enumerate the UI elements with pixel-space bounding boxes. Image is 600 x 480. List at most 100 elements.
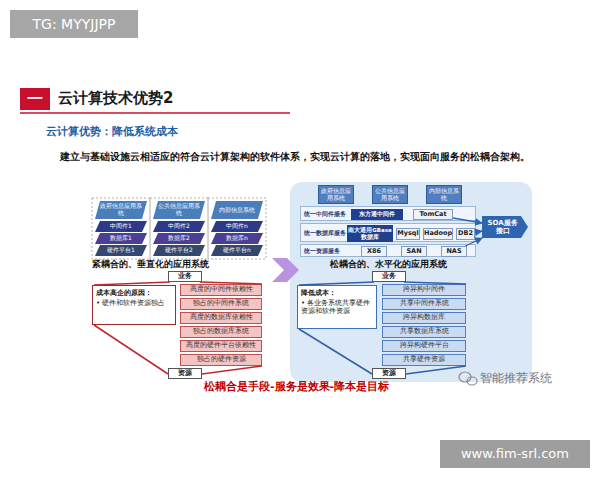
funnel-line	[202, 366, 262, 374]
business-tag: 业务	[372, 271, 406, 282]
slide-title: 云计算技术优势2	[58, 89, 173, 107]
node-text: SAN	[406, 248, 421, 255]
parallelogram-shape	[95, 201, 147, 219]
service-band: 统一中间件服务 东方通中间件 TomCat	[300, 206, 476, 221]
node-text: 内部信息系统	[429, 188, 459, 202]
funnel-line	[406, 366, 466, 374]
url-box: www.fim-srl.com	[440, 440, 590, 468]
node-text: 业务	[178, 272, 192, 280]
product-box: Mysql	[396, 228, 420, 240]
node-text: 中间件1	[110, 223, 132, 230]
shared-box: 跨异构中间件	[382, 284, 466, 296]
product-box: X86	[361, 246, 387, 257]
node-text: 东方通中间件	[359, 211, 395, 218]
resource-tag: 资源	[372, 368, 406, 379]
tag-box: TG: MYYJJPP	[10, 10, 138, 38]
group-outline	[92, 198, 150, 259]
parallelogram-shape	[153, 245, 205, 256]
cost-funnel	[94, 282, 262, 374]
parallelogram-shape	[153, 201, 205, 219]
node-text: 成本高企的原因：	[96, 289, 152, 297]
saving-funnel	[299, 282, 466, 374]
node-text: 硬件平台n	[223, 247, 251, 254]
node-text: 内部信息系统	[219, 207, 255, 214]
soa-interface: SOA服务接口	[482, 216, 528, 238]
node-text: 数据库2	[168, 235, 190, 242]
parallelogram-shape	[153, 233, 205, 244]
node-text: NAS	[446, 248, 461, 255]
reason-box: 降低成本：• 各业务系统共享硬件资源和软件资源	[297, 285, 377, 329]
resource-tag: 资源	[168, 368, 202, 379]
group-caption: 紧耦合的、垂直化的应用系统	[92, 259, 209, 270]
node-text: 资源	[382, 369, 396, 377]
layer-box: 数据库n	[211, 233, 263, 244]
node-text: X86	[367, 248, 381, 255]
subtitle: 云计算优势：降低系统成本	[46, 125, 178, 138]
node-text: 高度的数据库依赖性	[190, 314, 253, 321]
cause-box: 高度的硬件平台依赖性	[180, 340, 262, 352]
node-text: 数据库n	[226, 235, 248, 242]
node-text: 跨异构中间件	[403, 286, 445, 293]
cause-box: 独占的中间件系统	[180, 298, 262, 310]
shared-box: 跨异构硬件平台	[382, 340, 466, 352]
connector-arrow	[475, 231, 482, 232]
connector-arrow	[453, 218, 482, 223]
watermark: 智能推荐系统	[480, 371, 552, 385]
node-text: 统一数据库服务	[304, 229, 346, 236]
node-text: www.fim-srl.com	[461, 447, 569, 462]
product-box: 南大通用GBase数据库	[347, 225, 393, 242]
layer-box: 硬件平台1	[95, 245, 147, 256]
arrow-shape	[482, 216, 528, 238]
node-text: 一	[27, 90, 43, 108]
node-text: 业务	[382, 272, 396, 280]
layer-box: 中间件2	[153, 221, 205, 232]
shared-box: 共享数据库系统	[382, 326, 466, 338]
node-text: 资源	[178, 369, 192, 377]
node-text: 高度的硬件平台依赖性	[186, 342, 256, 349]
layer-box: 数据库1	[95, 233, 147, 244]
service-band: 统一资源服务X86SANNAS	[300, 244, 476, 257]
cause-box: 高度的中间件依赖性	[180, 284, 262, 296]
node-text: 共享数据库系统	[400, 328, 449, 335]
layer-box: 政府信息应用系统	[95, 201, 147, 219]
funnel-line	[200, 282, 262, 284]
product-box: SAN	[401, 246, 427, 257]
business-tag: 业务	[168, 271, 202, 282]
icon-bubble	[459, 372, 471, 382]
system-panel: 松耦合的、水平化的应用系统政府信息应用系统公共信息应用系统内部信息系统统一中间件…	[290, 182, 532, 382]
node-text: 公共信息应用系统	[375, 188, 405, 202]
node-text: Mysql	[397, 230, 418, 237]
node-text: 南大通用GBase数据库	[348, 227, 392, 240]
node-text: 统一中间件服务	[304, 210, 346, 217]
slogan-caption: 松耦合是手段-服务是效果-降本是目标	[204, 380, 389, 393]
node-text: SOA服务接口	[484, 219, 521, 235]
group-outline	[208, 198, 266, 259]
node-text: 跨异构数据库	[403, 314, 445, 321]
node-text: 共享硬件资源	[403, 356, 445, 363]
node-text: 公共信息应用系统	[158, 203, 200, 217]
node-text: Hadoop	[424, 230, 452, 237]
service-band: 统一数据库服务南大通用GBase数据库MysqlHadoopDB2	[300, 223, 476, 242]
transition-chevron	[272, 258, 299, 282]
node-text: 共享中间件系统	[400, 300, 449, 307]
node-text: • 硬件和软件资源独占	[96, 299, 165, 307]
section-number: 一	[20, 88, 50, 110]
parallelogram-shape	[211, 233, 263, 244]
node-text: TG: MYYJJPP	[33, 16, 116, 32]
shared-box: 跨异构数据库	[382, 312, 466, 324]
node-text: • 各业务系统共享硬件资源和软件资源	[301, 299, 373, 315]
parallelogram-shape	[95, 233, 147, 244]
node-text: TomCat	[419, 211, 446, 218]
node-text: 数据库1	[110, 235, 132, 242]
product-box: NAS	[441, 246, 467, 257]
product-box: TomCat	[413, 209, 453, 220]
product-box: Hadoop	[423, 228, 453, 240]
layer-box: 中间件1	[95, 221, 147, 232]
layer-box: 数据库2	[153, 233, 205, 244]
node-text: 跨异构硬件平台	[400, 342, 449, 349]
group-outline	[150, 198, 208, 259]
node-text: 中间件2	[168, 223, 190, 230]
parallelogram-shape	[95, 221, 147, 232]
connector-arrow	[465, 238, 482, 246]
layer-box: 硬件平台n	[211, 245, 263, 256]
